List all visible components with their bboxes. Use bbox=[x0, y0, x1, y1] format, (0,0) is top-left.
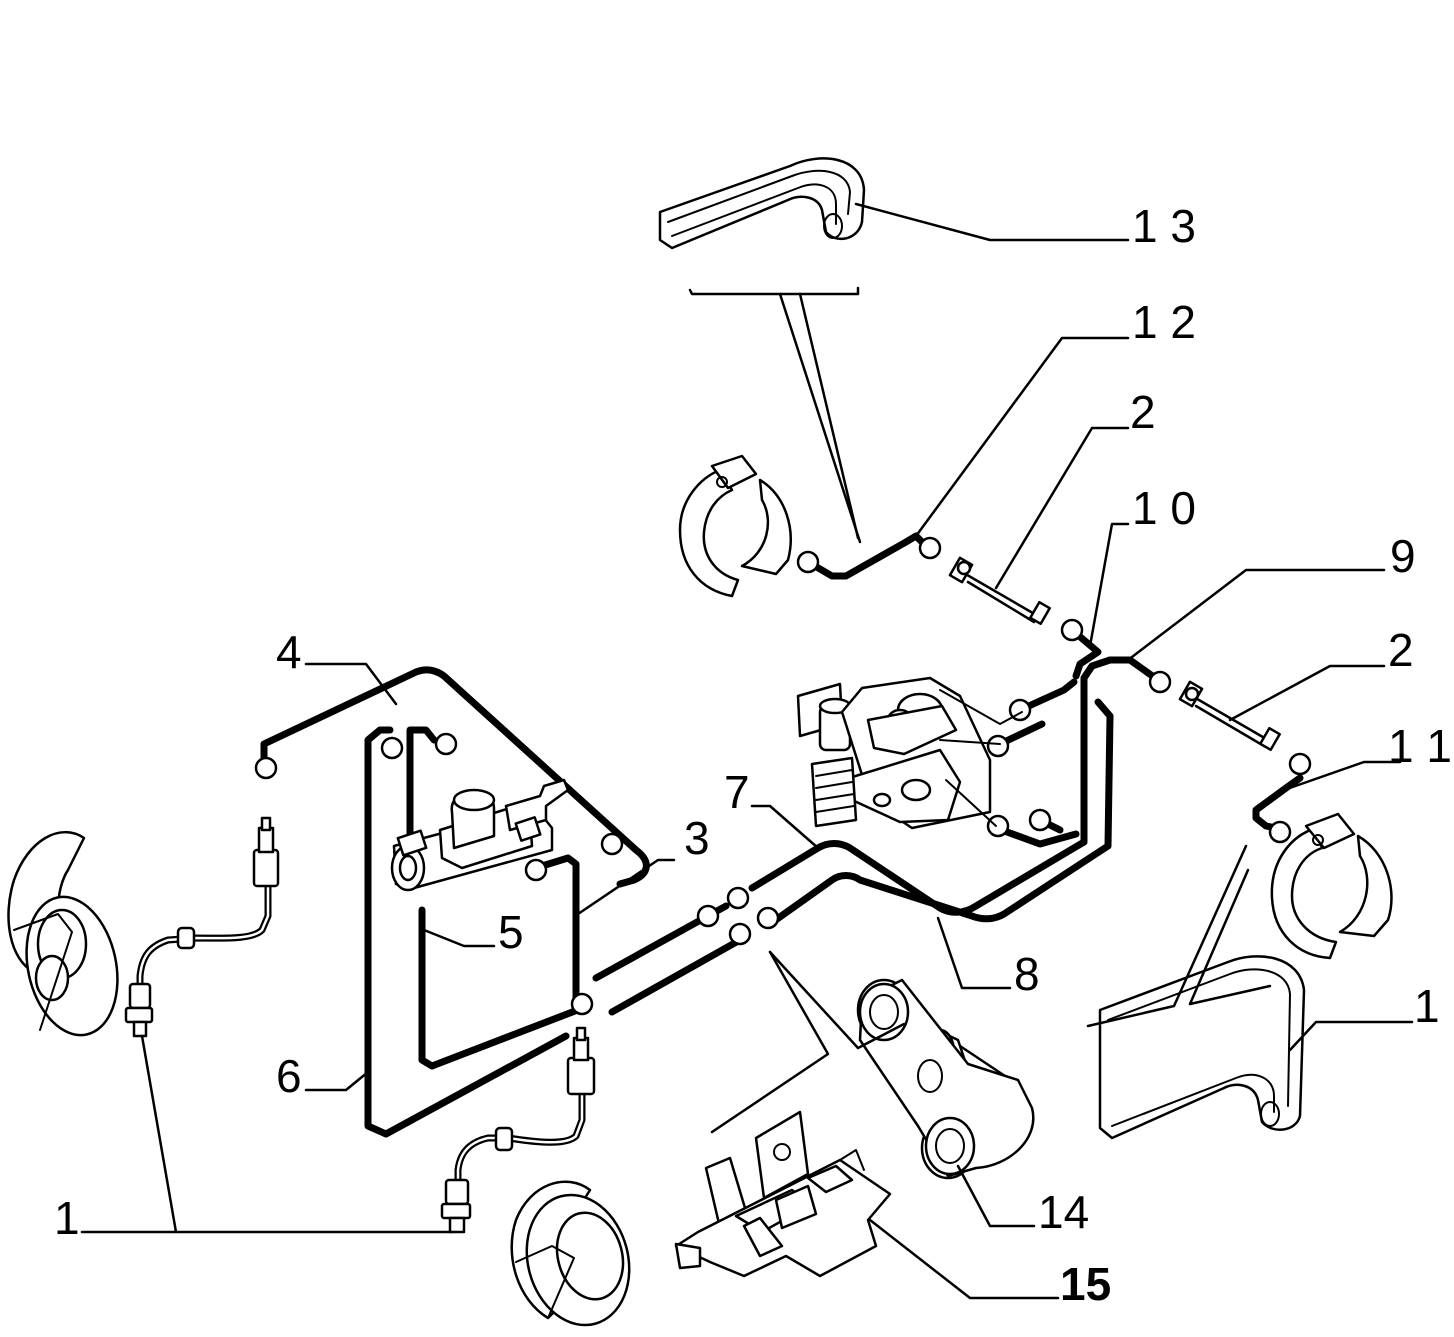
brake-drum-bottom bbox=[510, 1180, 631, 1327]
callout-10: 1 0 bbox=[1132, 482, 1196, 534]
brake-shoe-bracket-right bbox=[1270, 812, 1393, 960]
flexible-hose-bottom bbox=[440, 1026, 596, 1234]
master-cylinder bbox=[390, 778, 570, 892]
callout-14: 14 bbox=[1038, 1186, 1089, 1238]
flexible-hose-left bbox=[124, 816, 280, 1038]
callout-1: 1 bbox=[54, 1192, 80, 1244]
brake-shoe-bracket-left bbox=[678, 454, 792, 598]
mounting-bracket bbox=[674, 1110, 892, 1278]
callout-labels: 1 3 1 2 2 1 0 9 2 1 1 1 3 4 3 5 6 7 8 14… bbox=[54, 200, 1454, 1310]
pipe-clip-bottom bbox=[1098, 955, 1306, 1140]
callout-7: 7 bbox=[724, 766, 750, 818]
leader-lines bbox=[80, 202, 1414, 1300]
pipe-clip-top bbox=[658, 157, 866, 250]
brake-drum-left bbox=[7, 831, 119, 1037]
callout-15: 15 bbox=[1060, 1258, 1111, 1310]
callout-13-bottom: 1 3 bbox=[1414, 980, 1454, 1032]
callout-11: 1 1 bbox=[1388, 720, 1452, 772]
bleed-screw-top bbox=[948, 556, 1051, 626]
callout-2-top: 2 bbox=[1130, 386, 1156, 438]
callout-5: 5 bbox=[498, 906, 524, 958]
three-way-union bbox=[856, 978, 1035, 1180]
callout-13-top: 1 3 bbox=[1132, 200, 1196, 252]
callout-8: 8 bbox=[1014, 948, 1040, 1000]
pipe-joints bbox=[254, 536, 1312, 1016]
callout-9: 9 bbox=[1390, 530, 1416, 582]
callout-2-right: 2 bbox=[1388, 624, 1414, 676]
callout-4: 4 bbox=[276, 626, 302, 678]
pressure-regulator-valve bbox=[796, 676, 1023, 830]
callout-3: 3 bbox=[684, 812, 710, 864]
callout-12: 1 2 bbox=[1132, 296, 1196, 348]
bleed-screw-right bbox=[1178, 680, 1281, 752]
callout-6: 6 bbox=[276, 1050, 302, 1102]
